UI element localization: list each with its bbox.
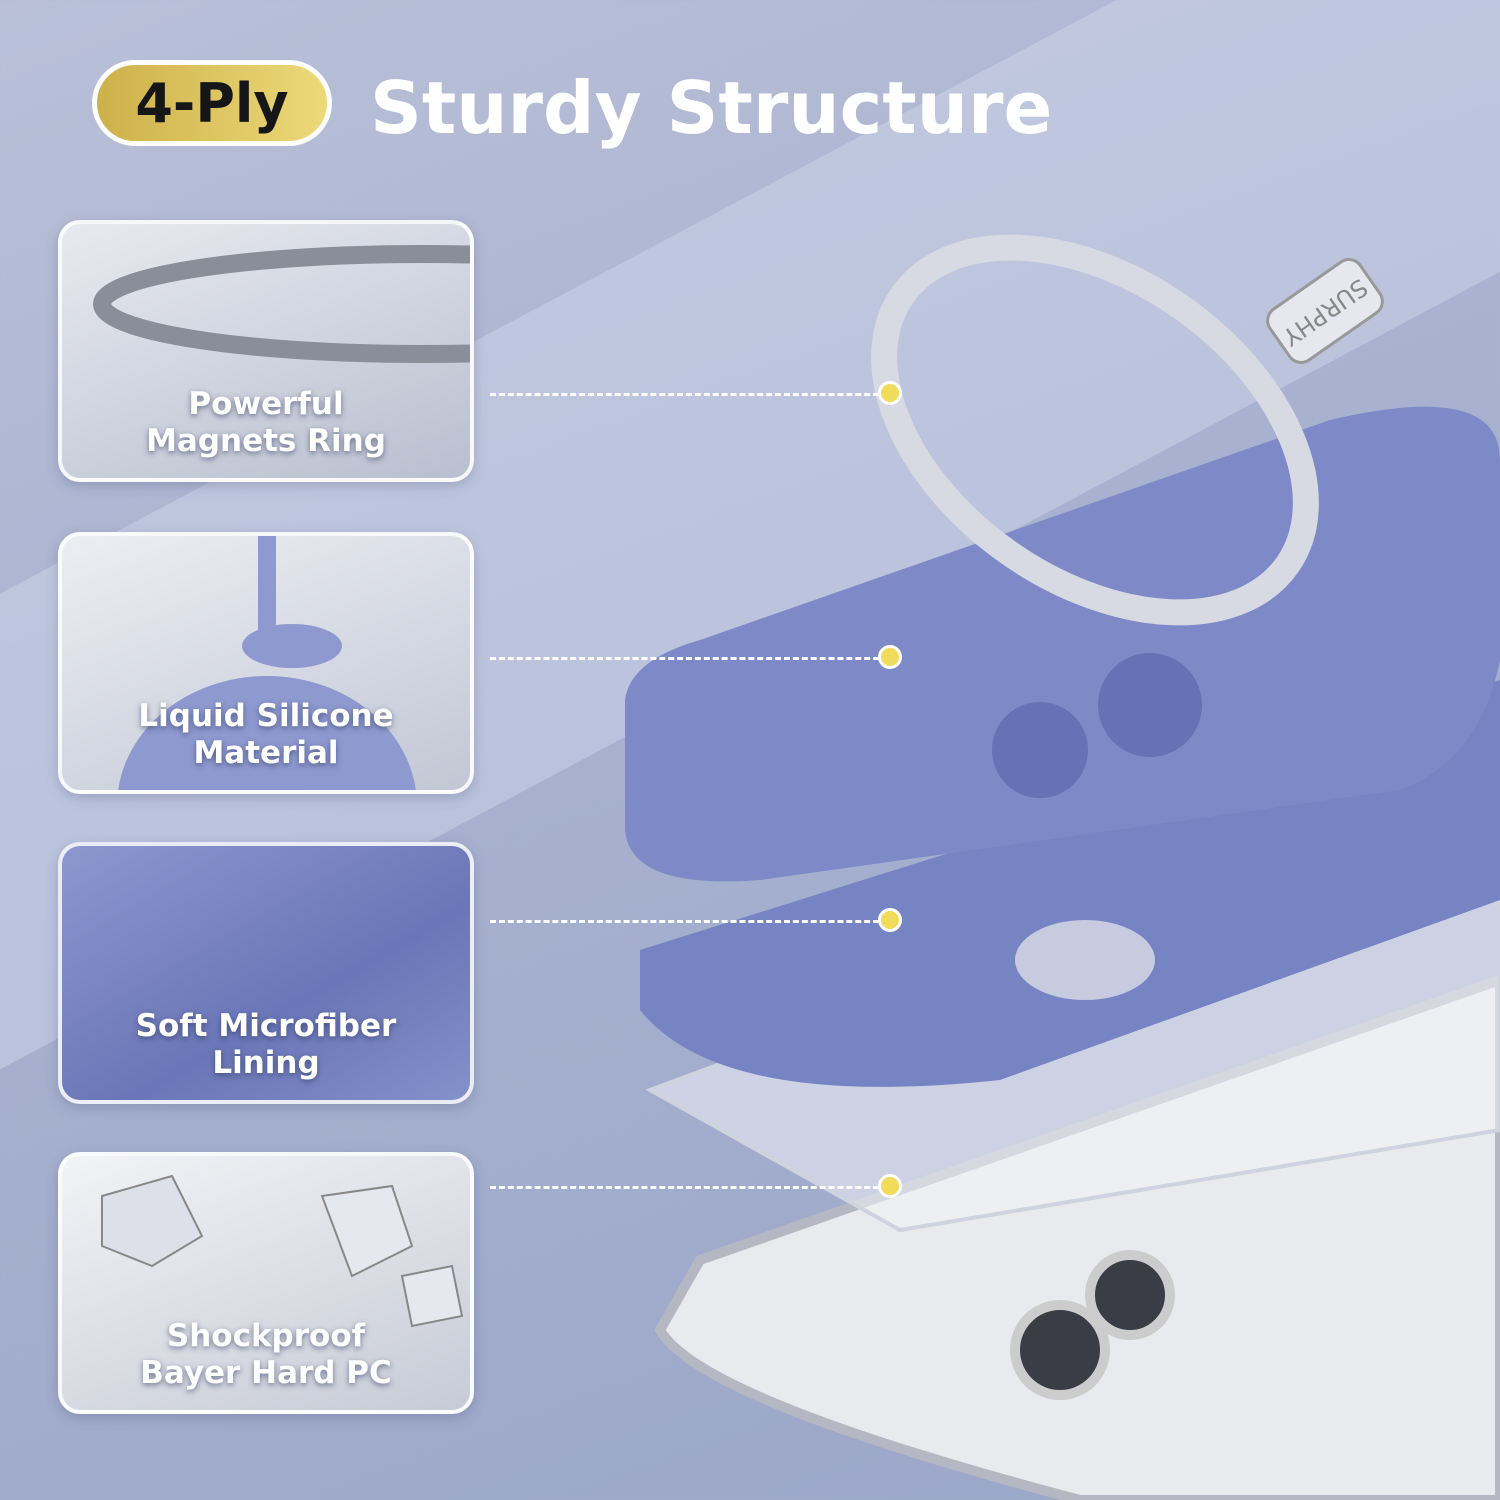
- layer-label-line1: Soft Microfiber: [135, 1008, 397, 1044]
- connector-line: [490, 657, 888, 660]
- layer-label-line2: Material: [193, 735, 339, 771]
- connector-line: [490, 920, 888, 923]
- layer-label-line1: Powerful: [188, 386, 344, 422]
- layer-label-line2: Bayer Hard PC: [140, 1355, 392, 1391]
- connector-dot: [878, 381, 902, 405]
- connector-line: [490, 393, 888, 396]
- layer-label-line2: Magnets Ring: [146, 423, 386, 459]
- crystals-icon: [101, 1174, 464, 1328]
- connector-dot: [878, 1174, 902, 1198]
- layer-label-line1: Shockproof: [166, 1318, 366, 1354]
- page-title: Sturdy Structure: [370, 66, 1053, 150]
- ply-badge: 4-Ply: [92, 60, 332, 146]
- silicone-drop-icon: [118, 536, 416, 790]
- connector-dot: [878, 908, 902, 932]
- connector-dot: [878, 645, 902, 669]
- connector-line: [490, 1186, 888, 1189]
- layer-label-line2: Lining: [212, 1045, 320, 1081]
- layer-label-line1: Liquid Silicone: [138, 698, 394, 734]
- magnet-ring-closeup-icon: [93, 245, 470, 363]
- silicone-case: [625, 406, 1500, 882]
